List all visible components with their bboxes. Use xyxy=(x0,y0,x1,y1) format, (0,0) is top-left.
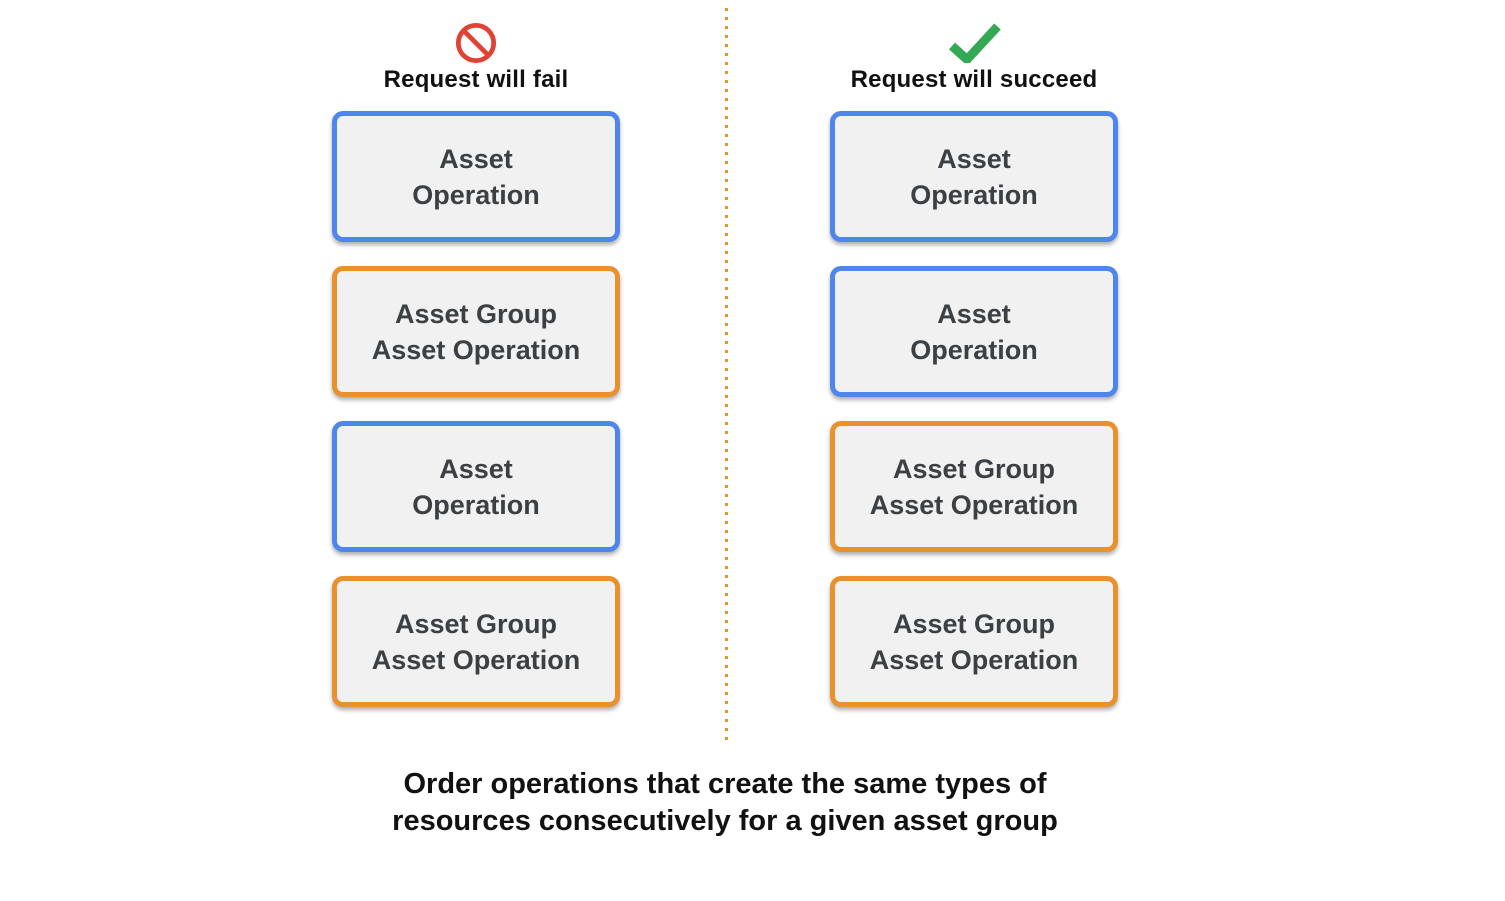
operation-box: Asset Operation xyxy=(332,111,620,242)
operation-box: Asset Group Asset Operation xyxy=(332,266,620,397)
operation-box-label: Asset Group xyxy=(394,298,558,329)
operation-box: Asset Group Asset Operation xyxy=(332,576,620,707)
operation-box: Asset Operation xyxy=(332,421,620,552)
operation-box: Asset Group Asset Operation xyxy=(830,421,1118,552)
operation-box-label: Asset xyxy=(937,298,1011,329)
operation-box: Asset Operation xyxy=(830,266,1118,397)
operation-box-label: Asset Group xyxy=(892,453,1056,484)
column-divider-dotted-line xyxy=(725,8,728,740)
operation-box-label: Asset xyxy=(439,453,513,484)
operation-box-label: Operation xyxy=(910,334,1038,365)
caption-line: resources consecutively for a given asse… xyxy=(392,805,1058,837)
fail-box-stack: Asset Operation Asset Group Asset Operat… xyxy=(332,111,620,707)
operation-box-label: Asset Group xyxy=(394,608,558,639)
operation-box-label: Asset xyxy=(439,143,513,174)
operation-box-label: Asset xyxy=(937,143,1011,174)
diagram-caption: Order operations that create the same ty… xyxy=(392,766,1058,840)
succeed-box-stack: Asset Operation Asset Operation Asset Gr… xyxy=(830,111,1118,707)
succeed-column: Request will succeed Asset Operation Ass… xyxy=(830,0,1118,707)
fail-column: Request will fail Asset Operation Asset … xyxy=(332,0,620,707)
succeed-column-title: Request will succeed xyxy=(850,66,1098,93)
operation-box-label: Asset Operation xyxy=(869,489,1079,520)
prohibition-icon xyxy=(455,21,497,65)
operation-box-label: Operation xyxy=(910,179,1038,210)
operation-box: Asset Operation xyxy=(830,111,1118,242)
operation-box-label: Operation xyxy=(412,489,540,520)
operation-box-label: Asset Operation xyxy=(371,334,581,365)
operation-box-label: Operation xyxy=(412,179,540,210)
caption-line: Order operations that create the same ty… xyxy=(403,768,1047,800)
fail-column-title: Request will fail xyxy=(383,66,569,93)
operation-box-label: Asset Operation xyxy=(869,644,1079,675)
operation-box-label: Asset Group xyxy=(892,608,1056,639)
checkmark-icon xyxy=(947,21,1001,65)
operation-box: Asset Group Asset Operation xyxy=(830,576,1118,707)
operation-box-label: Asset Operation xyxy=(371,644,581,675)
